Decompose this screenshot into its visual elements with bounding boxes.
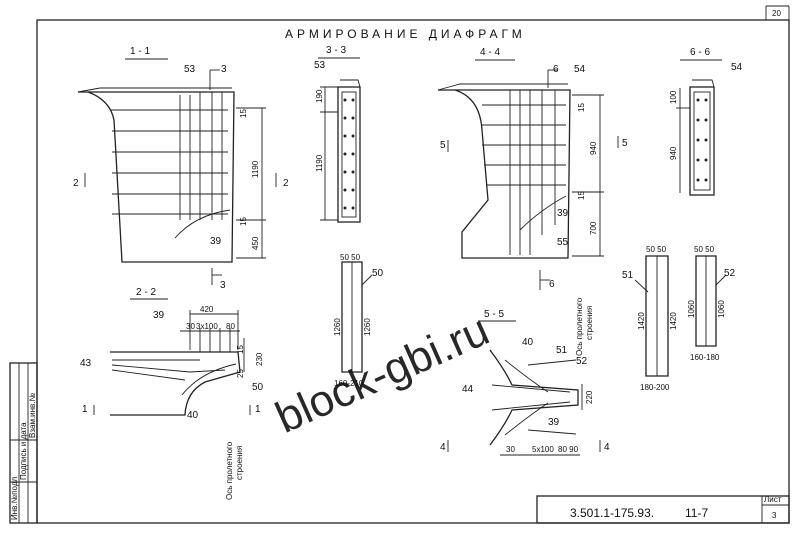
dim-190-a: 190 [315, 89, 324, 103]
dim-1190-a: 1190 [251, 160, 260, 178]
dim-5050-a: 50 50 [340, 253, 361, 262]
dim-25: 25 [236, 369, 245, 378]
dim-5050-c: 50 50 [694, 245, 715, 254]
bar-50-drawing [341, 261, 373, 373]
section-4-4-drawing [437, 59, 619, 290]
dim-5050-b: 50 50 [646, 245, 667, 254]
dim-15-a: 15 [239, 109, 248, 118]
section-3-3-drawing [318, 57, 361, 223]
axis-note-1: Ось пролетного [225, 441, 234, 500]
pos-52-b: 52 [576, 356, 588, 367]
bar-51-drawing [634, 255, 669, 377]
pos-39-a: 39 [210, 236, 222, 247]
dim-1260-b: 1260 [363, 318, 372, 336]
pos-54-a: 54 [574, 64, 586, 75]
dim-180-200: 180-200 [640, 383, 670, 392]
mark-5-right: 5 [622, 138, 628, 149]
section-5-5-label: 5 - 5 [484, 309, 504, 320]
pos-52-a: 52 [724, 268, 736, 279]
dim-450: 450 [251, 236, 260, 250]
dim-15-d: 15 [577, 191, 586, 200]
mark-6-top: 6 [553, 64, 559, 75]
dim-15-c: 15 [577, 103, 586, 112]
pos-53-a: 53 [184, 64, 196, 75]
axis-note-2b: строения [585, 306, 594, 340]
section-6-6-drawing [676, 59, 722, 196]
mark-3-bottom: 3 [220, 280, 226, 291]
dim-1060-a: 1060 [687, 300, 696, 318]
dim-1420-a: 1420 [637, 312, 646, 330]
bar-52-drawing [695, 255, 727, 347]
sheet-label: Лист [764, 495, 782, 504]
pos-50-a: 50 [372, 268, 384, 279]
stamp-inv: Инв.№подл [10, 477, 19, 520]
section-2-2-drawing [93, 298, 251, 416]
pos-39-b: 39 [557, 208, 569, 219]
dim-1260-a: 1260 [333, 318, 342, 336]
dim-160-180: 160-180 [690, 353, 720, 362]
pos-43: 43 [80, 358, 92, 369]
sheet-number: 20 [772, 9, 781, 18]
dim-700: 700 [589, 221, 598, 235]
mark-1-right: 1 [255, 404, 261, 415]
dim-80-90: 80 90 [558, 445, 579, 454]
pos-44: 44 [462, 384, 474, 395]
pos-51-b: 51 [556, 345, 568, 356]
dim-940-a: 940 [589, 141, 598, 155]
mark-6-bottom: 6 [549, 279, 555, 290]
axis-note-2: Ось пролетного [575, 297, 584, 356]
mark-2-left: 2 [73, 178, 79, 189]
document-part: 11-7 [685, 506, 708, 520]
pos-39-d: 39 [548, 417, 560, 428]
pos-54-b: 54 [731, 62, 743, 73]
dim-1190-b: 1190 [315, 154, 324, 172]
dim-220: 220 [585, 390, 594, 404]
section-1-1-label: 1 - 1 [130, 46, 150, 57]
dim-15-b: 15 [239, 217, 248, 226]
mark-4-right: 4 [604, 442, 610, 453]
mark-3-top: 3 [221, 64, 227, 75]
section-4-4-label: 4 - 4 [480, 47, 500, 58]
dim-30-a: 30 [186, 322, 195, 331]
dim-1420-b: 1420 [669, 312, 678, 330]
pos-40-b: 40 [522, 337, 534, 348]
dim-100: 100 [669, 90, 678, 104]
section-6-6-label: 6 - 6 [690, 47, 710, 58]
axis-note-1b: строения [235, 446, 244, 480]
sheet-no: 3 [772, 511, 777, 520]
pos-53-b: 53 [314, 60, 326, 71]
pos-40-a: 40 [187, 410, 199, 421]
drawing-title: АРМИРОВАНИЕ ДИАФРАГМ [285, 27, 526, 41]
pos-51-a: 51 [622, 270, 634, 281]
dim-15-e: 15 [236, 345, 245, 354]
watermark: block-gbi.ru [268, 305, 496, 442]
dim-3x100: 3x100 [196, 322, 218, 331]
section-1-1-drawing [77, 58, 277, 285]
section-2-2-label: 2 - 2 [136, 287, 156, 298]
mark-5-left: 5 [440, 140, 446, 151]
document-code: 3.501.1-175.93. [570, 506, 654, 520]
dim-420: 420 [200, 305, 214, 314]
pos-55: 55 [557, 237, 569, 248]
dim-30-b: 30 [506, 445, 515, 454]
mark-4-left: 4 [440, 442, 446, 453]
dim-160-210: 160-210 [334, 379, 364, 388]
mark-2-right: 2 [283, 178, 289, 189]
dim-940-b: 940 [669, 146, 678, 160]
stamp-replace: Взам.инв.№ [28, 392, 37, 438]
dim-230: 230 [255, 352, 264, 366]
stamp-sign: Подпись и дата [19, 422, 28, 480]
pos-50-b: 50 [252, 382, 264, 393]
section-3-3-label: 3 - 3 [326, 45, 346, 56]
dim-80: 80 [226, 322, 235, 331]
sheet-frame [9, 5, 790, 524]
dim-1060-b: 1060 [717, 300, 726, 318]
section-5-5-drawing [447, 320, 601, 456]
mark-1-left: 1 [82, 404, 88, 415]
pos-39-c: 39 [153, 310, 165, 321]
dim-5x100: 5x100 [532, 445, 554, 454]
